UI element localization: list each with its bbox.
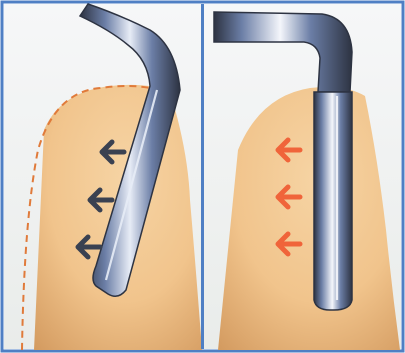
left-panel <box>4 4 202 350</box>
panel-divider <box>201 4 204 349</box>
right-panel <box>204 4 401 350</box>
right-instrument-shaft <box>314 92 352 310</box>
